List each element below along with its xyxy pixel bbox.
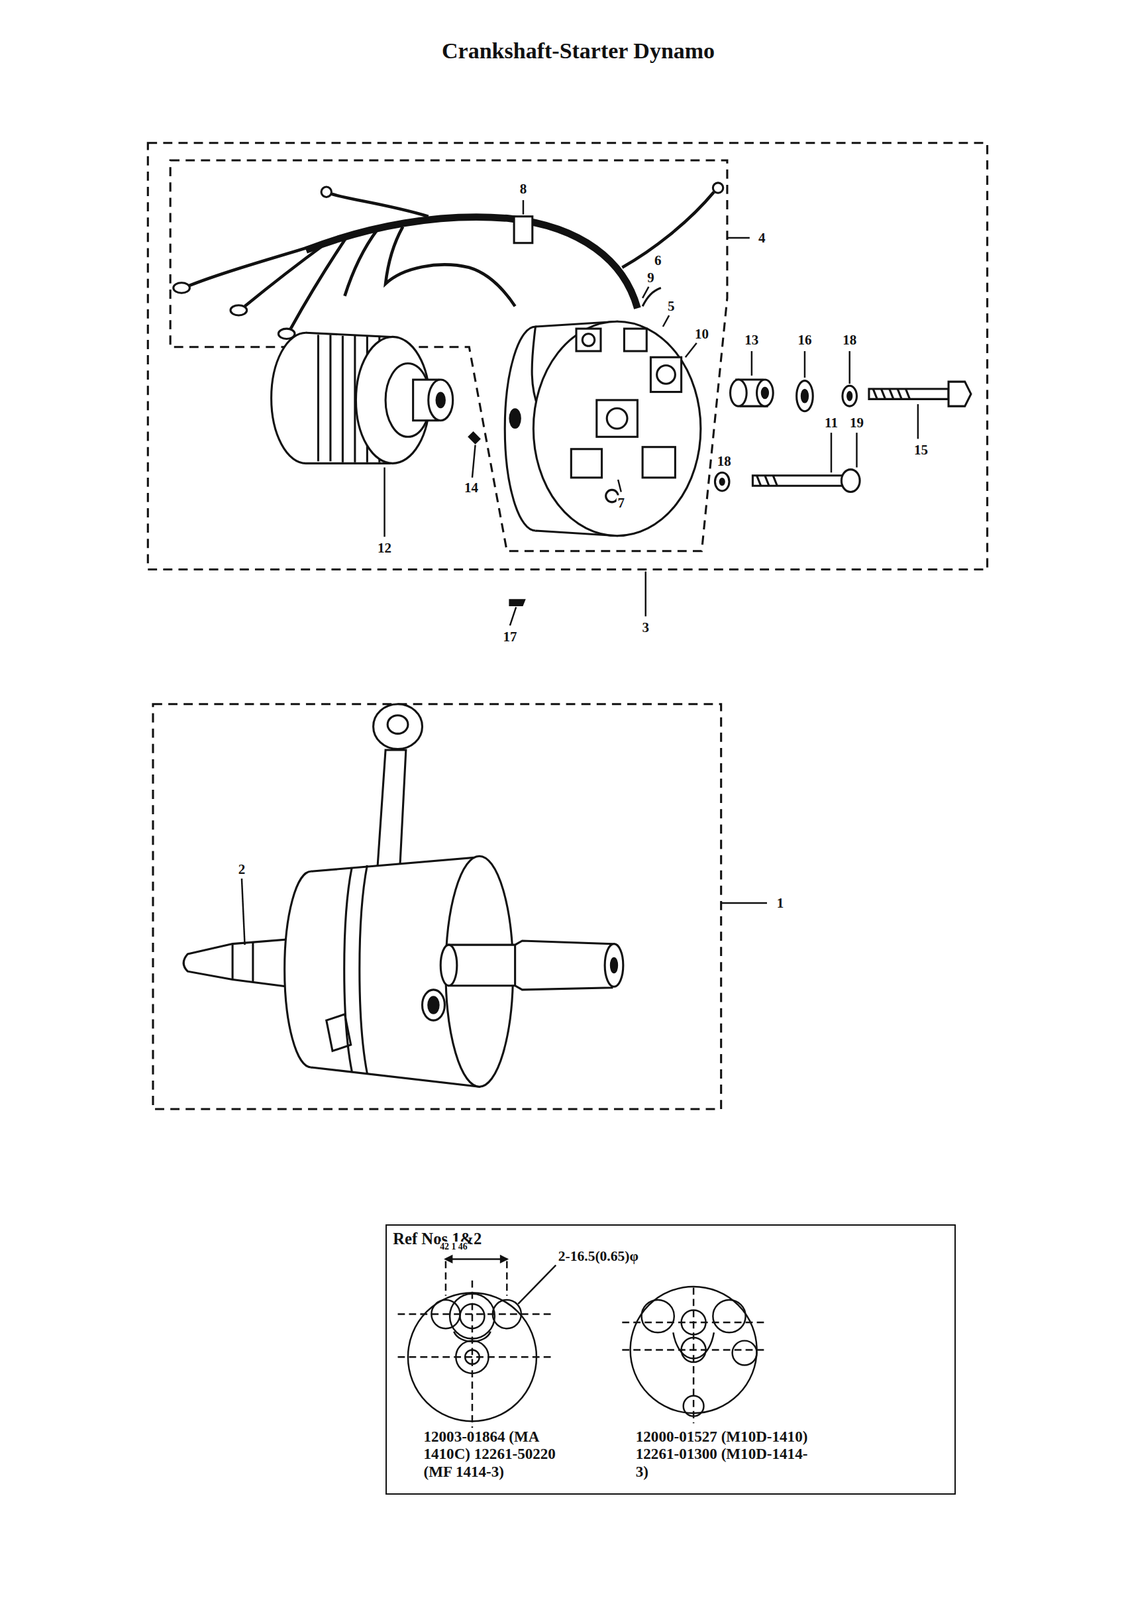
box-text: 42 1 46 [439, 1241, 468, 1252]
wiring-harness [173, 182, 724, 340]
callout-number: 8 [518, 180, 529, 197]
callout-number: 3 [640, 619, 651, 636]
callout-number: 1 [775, 894, 786, 911]
fasteners [510, 379, 972, 605]
rotor [271, 332, 480, 463]
inset-figures [398, 1255, 766, 1429]
callout-number: 11 [823, 414, 840, 430]
title: Crankshaft-Starter Dynamo [441, 38, 715, 64]
callout-number: 14 [462, 480, 480, 496]
callout-number: 18 [716, 453, 733, 469]
leader-lines [241, 200, 919, 945]
callout-number: 7 [616, 495, 627, 511]
box-text: 2-16.5(0.65)φ [558, 1247, 639, 1265]
callout-number: 2 [237, 861, 248, 877]
callout-number: 12 [376, 539, 393, 556]
callout-number: 9 [645, 269, 656, 285]
box-text: 12000-01527 (M10D-1410) 12261-01300 (M10… [635, 1427, 812, 1481]
box-heading: Ref Nos.1&2 [392, 1229, 482, 1248]
callout-number: 18 [841, 331, 858, 348]
callout-number: 6 [653, 252, 664, 268]
callout-number: 10 [693, 325, 711, 342]
callout-number: 4 [757, 229, 768, 246]
crankshaft [183, 704, 624, 1087]
group-outlines [147, 143, 987, 1109]
callout-number: 15 [912, 442, 930, 458]
stator [504, 287, 701, 536]
callout-number: 19 [848, 414, 866, 430]
callout-number: 5 [666, 298, 677, 314]
callout-number: 16 [796, 331, 813, 348]
reference-box: Ref Nos.1&242 1 46 2-16.5(0.65)φ 12003-018… [385, 1224, 956, 1495]
callout-number: 13 [743, 331, 760, 348]
box-text: 12003-01864 (MA 1410C) 12261-50220 (MF 1… [423, 1427, 571, 1481]
callout-number: 17 [501, 628, 518, 644]
